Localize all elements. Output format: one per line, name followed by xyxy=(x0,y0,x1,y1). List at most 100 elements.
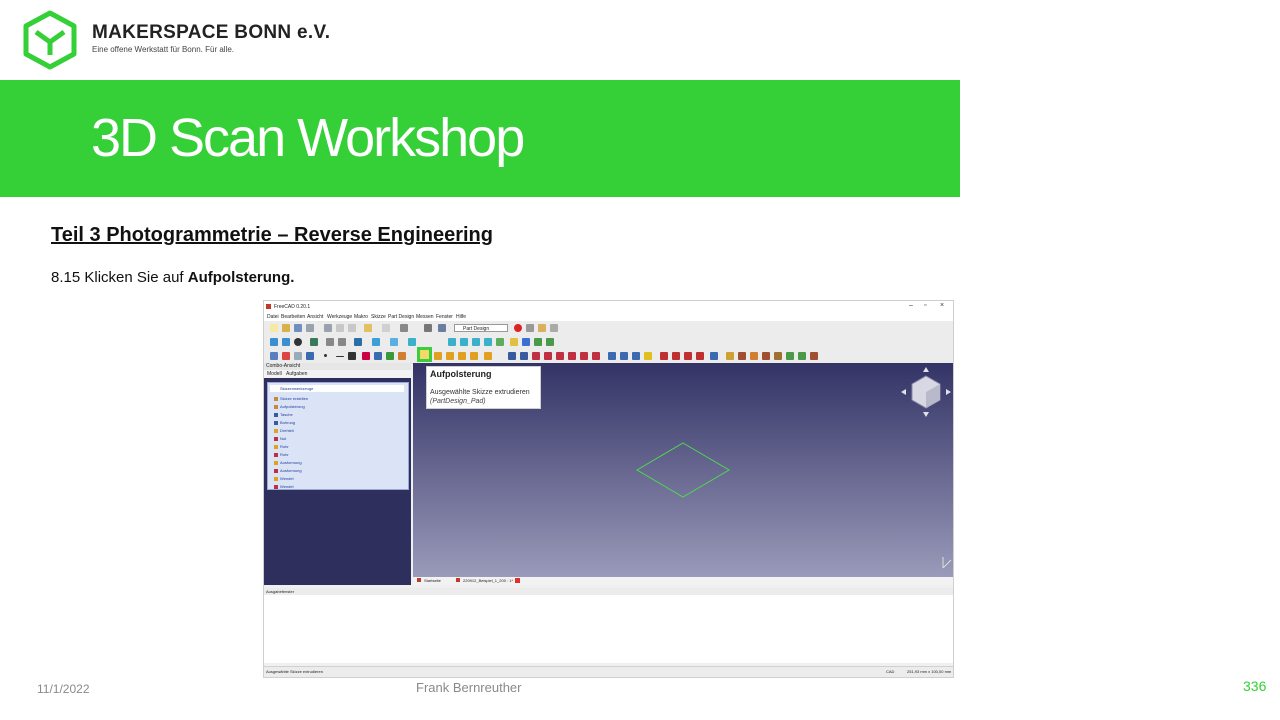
new-file-icon[interactable] xyxy=(270,324,278,332)
clone-icon[interactable] xyxy=(398,352,406,360)
stop-macro-icon[interactable] xyxy=(526,324,534,332)
menu-makro[interactable]: Makro xyxy=(354,314,368,320)
shaft-wizard-icon[interactable] xyxy=(750,352,758,360)
additive-helix-icon[interactable] xyxy=(458,352,466,360)
menu-ansicht[interactable]: Ansicht xyxy=(307,314,324,320)
sprocket-icon[interactable] xyxy=(726,352,734,360)
menu-fenster[interactable]: Fenster xyxy=(436,314,453,320)
pad-button-highlight[interactable] xyxy=(417,347,432,362)
record-macro-icon[interactable] xyxy=(514,324,522,332)
minimize-icon[interactable]: – xyxy=(909,302,913,309)
additive-pipe-icon[interactable] xyxy=(434,352,442,360)
report-view[interactable] xyxy=(264,595,953,663)
create-sketch-icon[interactable] xyxy=(282,352,290,360)
undo-icon[interactable] xyxy=(364,324,372,332)
task-item-nut[interactable]: Nut xyxy=(274,436,286,441)
involute-gear-icon[interactable] xyxy=(738,352,746,360)
workbench-selector[interactable]: Part Design xyxy=(454,324,508,332)
tab-startseite[interactable]: Startseite xyxy=(424,578,441,583)
fit-selection-icon[interactable] xyxy=(282,338,290,346)
task-item-ausformung-1[interactable]: Ausformung xyxy=(274,460,302,465)
mirrored-icon[interactable] xyxy=(608,352,616,360)
point-icon[interactable] xyxy=(324,354,327,357)
thickness-icon[interactable] xyxy=(696,352,704,360)
pocket-icon[interactable] xyxy=(508,352,516,360)
close-icon[interactable]: × xyxy=(940,302,945,309)
linear-pattern-icon[interactable] xyxy=(620,352,628,360)
maximize-icon[interactable]: ▫ xyxy=(924,302,927,309)
validate-sketch-icon[interactable] xyxy=(306,352,314,360)
menu-part-design[interactable]: Part Design xyxy=(388,314,415,320)
hole-icon[interactable] xyxy=(520,352,528,360)
bottom-view-icon[interactable] xyxy=(484,338,492,346)
save-icon[interactable] xyxy=(294,324,302,332)
attach-sketch-icon[interactable] xyxy=(294,352,302,360)
menu-hilfe[interactable]: Hilfe xyxy=(456,314,467,320)
tab-aufgaben[interactable]: Aufgaben xyxy=(286,371,308,377)
run-macro-icon[interactable] xyxy=(550,324,558,332)
line-icon[interactable] xyxy=(336,356,344,357)
navigation-cube-icon[interactable] xyxy=(901,367,951,417)
menu-werkzeuge[interactable]: Werkzeuge xyxy=(327,314,353,320)
menu-messen[interactable]: Messen xyxy=(416,314,434,320)
additive-loft-icon[interactable] xyxy=(446,352,454,360)
parts-library-icon[interactable] xyxy=(798,352,806,360)
create-body-icon[interactable] xyxy=(270,352,278,360)
task-item-rohr-2[interactable]: Rohr xyxy=(274,452,289,457)
link-actions-icon[interactable] xyxy=(546,338,554,346)
zoom-icon[interactable] xyxy=(372,338,380,346)
subtractive-helix-icon[interactable] xyxy=(568,352,576,360)
task-item-bohrung[interactable]: Bohrung xyxy=(274,420,295,425)
toolbox-icon[interactable] xyxy=(774,352,782,360)
rear-view-icon[interactable] xyxy=(472,338,480,346)
link-icon[interactable] xyxy=(534,338,542,346)
task-item-wendel-2[interactable]: Wendel xyxy=(274,484,294,489)
sync-view-icon[interactable] xyxy=(354,338,362,346)
task-item-tasche[interactable]: Tasche xyxy=(274,412,293,417)
sub-shape-binder-icon[interactable] xyxy=(386,352,394,360)
subtractive-primitive-icon[interactable] xyxy=(580,352,588,360)
part-icon[interactable] xyxy=(510,338,518,346)
shape-binder-icon[interactable] xyxy=(374,352,382,360)
task-panel-title[interactable]: Skizzenwerkzeuge xyxy=(270,385,404,392)
refresh-all-icon[interactable] xyxy=(424,324,432,332)
task-item-skizze-erstellen[interactable]: Skizze erstellen xyxy=(274,396,308,401)
addon-icon[interactable] xyxy=(810,352,818,360)
boolean-icon[interactable] xyxy=(710,352,718,360)
menu-skizze[interactable]: Skizze xyxy=(371,314,386,320)
tab-document[interactable]: 220912_Beispiel_1_200 : 1* xyxy=(463,578,514,583)
top-view-icon[interactable] xyxy=(448,338,456,346)
whats-this-icon[interactable] xyxy=(438,324,446,332)
menu-datei[interactable]: Datei xyxy=(267,314,279,320)
fit-all-icon[interactable] xyxy=(270,338,278,346)
tab-modell[interactable]: Modell xyxy=(267,371,282,377)
subtractive-pipe-icon[interactable] xyxy=(544,352,552,360)
check-geometry-icon[interactable] xyxy=(786,352,794,360)
edit-macro-icon[interactable] xyxy=(538,324,546,332)
polar-pattern-icon[interactable] xyxy=(632,352,640,360)
task-item-aufpolsterung[interactable]: Aufpolsterung xyxy=(274,404,305,409)
shaft-design-icon[interactable] xyxy=(762,352,770,360)
copy-icon[interactable] xyxy=(336,324,344,332)
task-item-drehteil[interactable]: Drehteil xyxy=(274,428,294,433)
isometric-view-icon[interactable] xyxy=(390,338,398,346)
plane-icon[interactable] xyxy=(348,352,356,360)
chamfer-icon[interactable] xyxy=(672,352,680,360)
revolution-icon[interactable] xyxy=(484,352,492,360)
front-view-icon[interactable] xyxy=(408,338,416,346)
group-icon[interactable] xyxy=(522,338,530,346)
task-item-rohr-1[interactable]: Rohr xyxy=(274,444,289,449)
local-cs-icon[interactable] xyxy=(362,352,370,360)
draw-style-icon[interactable] xyxy=(294,338,302,346)
open-file-icon[interactable] xyxy=(282,324,290,332)
back-icon[interactable] xyxy=(326,338,334,346)
paste-icon[interactable] xyxy=(348,324,356,332)
right-view-icon[interactable] xyxy=(460,338,468,346)
fillet-icon[interactable] xyxy=(660,352,668,360)
subtractive-box-icon[interactable] xyxy=(592,352,600,360)
forward-icon[interactable] xyxy=(338,338,346,346)
task-item-wendel-1[interactable]: Wendel xyxy=(274,476,294,481)
menu-bearbeiten[interactable]: Bearbeiten xyxy=(281,314,306,320)
measure-icon[interactable] xyxy=(496,338,504,346)
groove-icon[interactable] xyxy=(532,352,540,360)
